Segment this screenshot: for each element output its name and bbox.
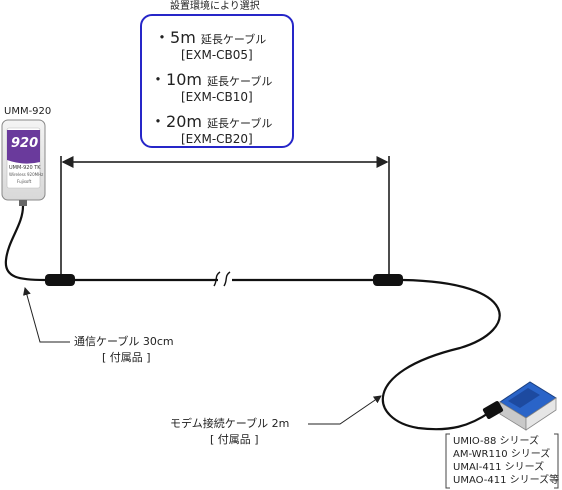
cable-option-2: ・10m 延長ケーブル [150, 72, 272, 88]
device-face-brand: Fujisoft [17, 179, 32, 184]
option-bullet: ・ [150, 112, 167, 131]
series-item: UMAI-411 シリーズ [453, 462, 545, 473]
option-bullet: ・ [154, 28, 171, 47]
device-face-sub: Wireless 920MHz [9, 172, 44, 177]
cable-break-mark [213, 271, 231, 287]
option-name: 延長ケーブル [207, 117, 273, 130]
device-label: UMM-920 [4, 106, 52, 117]
series-item: AM-WR110 シリーズ [453, 449, 551, 460]
comm-cable-leader [23, 287, 70, 343]
cable-option-3-code: [EXM-CB20] [181, 132, 253, 146]
target-device [482, 381, 557, 431]
option-name: 延長ケーブル [207, 75, 273, 88]
modem-cable-label: モデム接続ケーブル 2m [170, 417, 290, 430]
modem-cable [381, 278, 501, 431]
cable-options-box [140, 14, 294, 148]
cable-option-1-code: [EXM-CB05] [181, 48, 253, 62]
selection-title: 設置環境により選択 [170, 1, 260, 12]
series-item: UMIO-88 シリーズ [453, 436, 540, 447]
cable-option-3: ・20m 延長ケーブル [150, 114, 272, 130]
comm-cable-label: 通信ケーブル 30cm [74, 335, 174, 348]
connector-left [45, 274, 75, 286]
series-bracket [445, 433, 559, 489]
device-face-number: 920 [11, 136, 39, 151]
series-item: UMAO-411 シリーズ等 [453, 475, 560, 486]
length-dimension [60, 156, 390, 274]
option-bullet: ・ [150, 70, 167, 89]
option-size: 20m [166, 112, 202, 131]
cable-option-1: ・5m 延長ケーブル [154, 30, 266, 46]
cable-option-2-code: [EXM-CB10] [181, 90, 253, 104]
option-size: 5m [170, 28, 196, 47]
umm-920-device [1, 119, 46, 206]
comm-cable [4, 205, 46, 282]
option-size: 10m [166, 70, 202, 89]
device-face-text: UMM-920 TK [9, 165, 41, 171]
comm-cable-note: [ 付属品 ] [102, 351, 151, 364]
modem-cable-note: [ 付属品 ] [210, 433, 259, 446]
option-name: 延長ケーブル [200, 33, 267, 46]
modem-cable-leader [308, 395, 382, 425]
connector-right [373, 274, 403, 286]
